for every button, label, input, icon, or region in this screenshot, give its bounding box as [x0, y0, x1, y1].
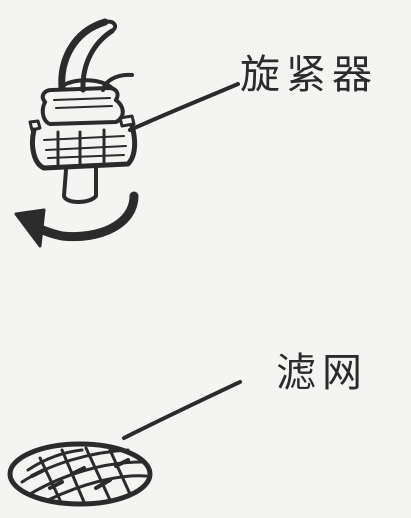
tightener-leader-line — [128, 82, 240, 132]
filter-leader-line — [122, 380, 242, 440]
filter-label: 滤网 — [276, 350, 368, 396]
tightener-label: 旋紧器 — [240, 52, 378, 98]
tightener-icon — [14, 18, 139, 248]
filter-screen-icon — [7, 441, 153, 507]
